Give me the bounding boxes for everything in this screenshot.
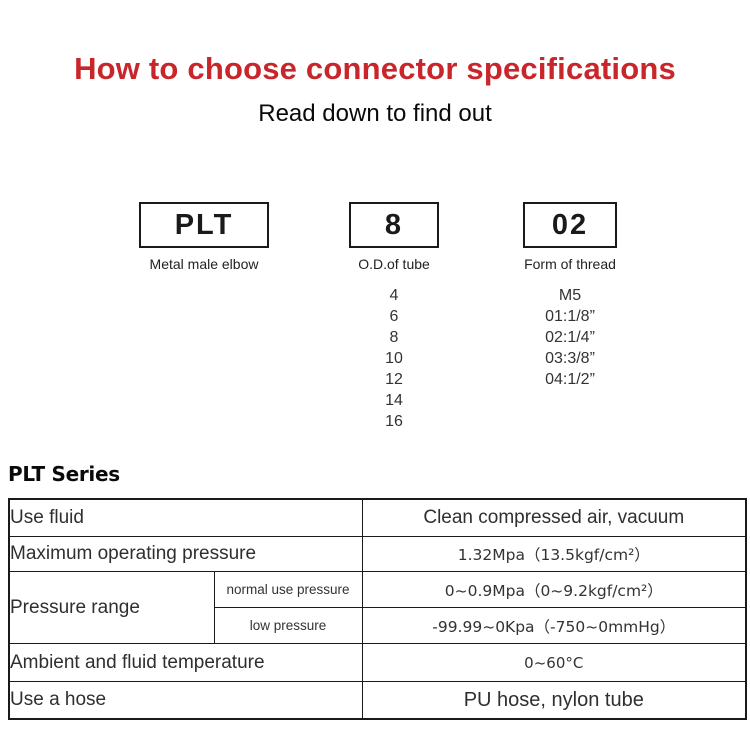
normal-pressure-value: 0~0.9Mpa（0~9.2kgf/cm²） xyxy=(361,571,747,608)
thread-form-options: M5 01:1/8” 02:1/4” 03:3/8” 04:1/2” xyxy=(485,285,655,390)
thread-form-option: 04:1/2” xyxy=(545,371,595,388)
table-row-temperature: Ambient and fluid temperature 0~60°C xyxy=(8,643,747,682)
tube-od-option: 16 xyxy=(385,413,403,430)
tube-od-box: 8 xyxy=(349,202,439,248)
thread-form-option: M5 xyxy=(558,287,582,304)
pressure-range-label: Pressure range xyxy=(8,571,215,644)
column-tube-od: 8 O.D.of tube 4 6 8 10 12 14 16 xyxy=(309,202,479,432)
low-pressure-label: low pressure xyxy=(213,607,363,644)
thread-form-option: 02:1/4” xyxy=(545,329,595,346)
hose-value: PU hose, nylon tube xyxy=(361,681,747,720)
low-pressure-value: -99.99~0Kpa（-750~0mmHg） xyxy=(361,607,747,644)
page-subtitle: Read down to find out xyxy=(258,100,492,127)
table-row-use-fluid: Use fluid Clean compressed air, vacuum xyxy=(8,498,747,537)
tube-od-option: 12 xyxy=(385,371,403,388)
hose-label: Use a hose xyxy=(8,681,363,720)
temperature-label: Ambient and fluid temperature xyxy=(8,643,363,682)
table-row-pressure-low: low pressure -99.99~0Kpa（-750~0mmHg） xyxy=(9,607,747,644)
use-fluid-label: Use fluid xyxy=(8,498,363,537)
temperature-value: 0~60°C xyxy=(361,643,747,682)
tube-od-option: 14 xyxy=(385,392,403,409)
tube-od-option: 8 xyxy=(389,329,399,346)
max-pressure-value: 1.32Mpa（13.5kgf/cm²） xyxy=(361,536,747,572)
tube-od-options: 4 6 8 10 12 14 16 xyxy=(309,285,479,432)
tube-od-option: 10 xyxy=(385,350,403,367)
table-row-hose: Use a hose PU hose, nylon tube xyxy=(8,681,747,720)
model-code-label: Metal male elbow xyxy=(149,256,259,272)
model-code-box: PLT xyxy=(139,202,269,248)
thread-form-label: Form of thread xyxy=(524,256,616,272)
column-thread-form: 02 Form of thread M5 01:1/8” 02:1/4” 03:… xyxy=(485,202,655,390)
table-row-pressure-normal: Pressure range normal use pressure 0~0.9… xyxy=(8,571,747,644)
thread-form-option: 03:3/8” xyxy=(545,350,595,367)
max-pressure-label: Maximum operating pressure xyxy=(8,536,363,572)
spec-table: Use fluid Clean compressed air, vacuum M… xyxy=(8,498,748,720)
series-heading: PLT Series xyxy=(8,462,120,486)
thread-form-box: 02 xyxy=(523,202,617,248)
tube-od-label: O.D.of tube xyxy=(358,256,430,272)
table-row-max-pressure: Maximum operating pressure 1.32Mpa（13.5k… xyxy=(8,536,747,572)
use-fluid-value: Clean compressed air, vacuum xyxy=(361,498,747,537)
tube-od-option: 6 xyxy=(389,308,399,325)
page-title: How to choose connector specifications xyxy=(74,51,676,86)
tube-od-option: 4 xyxy=(389,287,399,304)
normal-pressure-label: normal use pressure xyxy=(213,571,363,608)
thread-form-option: 01:1/8” xyxy=(545,308,595,325)
column-model-code: PLT Metal male elbow xyxy=(119,202,289,272)
